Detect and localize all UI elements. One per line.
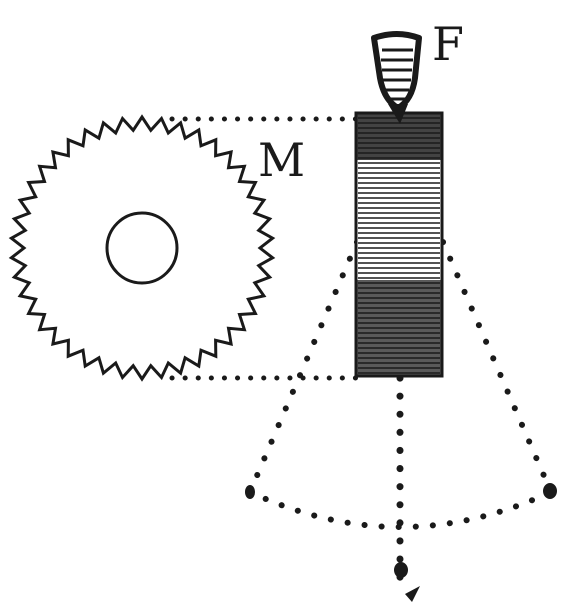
holder-hatching [381, 48, 413, 101]
cone-base-ellipse-front [247, 489, 554, 530]
holder-tip [388, 104, 408, 124]
gear-teeth [8, 114, 276, 382]
cone-base-left-knob [245, 485, 255, 499]
suspension-holder [371, 31, 422, 124]
cone-right-edge [440, 239, 554, 495]
label-m: M [258, 133, 305, 187]
dotted-cone [245, 239, 557, 602]
gear [8, 114, 276, 382]
cone-axis-tip [405, 586, 420, 602]
gear-hub [105, 211, 179, 285]
magnet-bar-bottom-shade [357, 280, 441, 375]
label-f: F [432, 17, 464, 71]
cone-axis-bottom-dot [394, 562, 408, 578]
magnet-bar [354, 111, 444, 378]
cone-base-right-knob [543, 483, 557, 499]
